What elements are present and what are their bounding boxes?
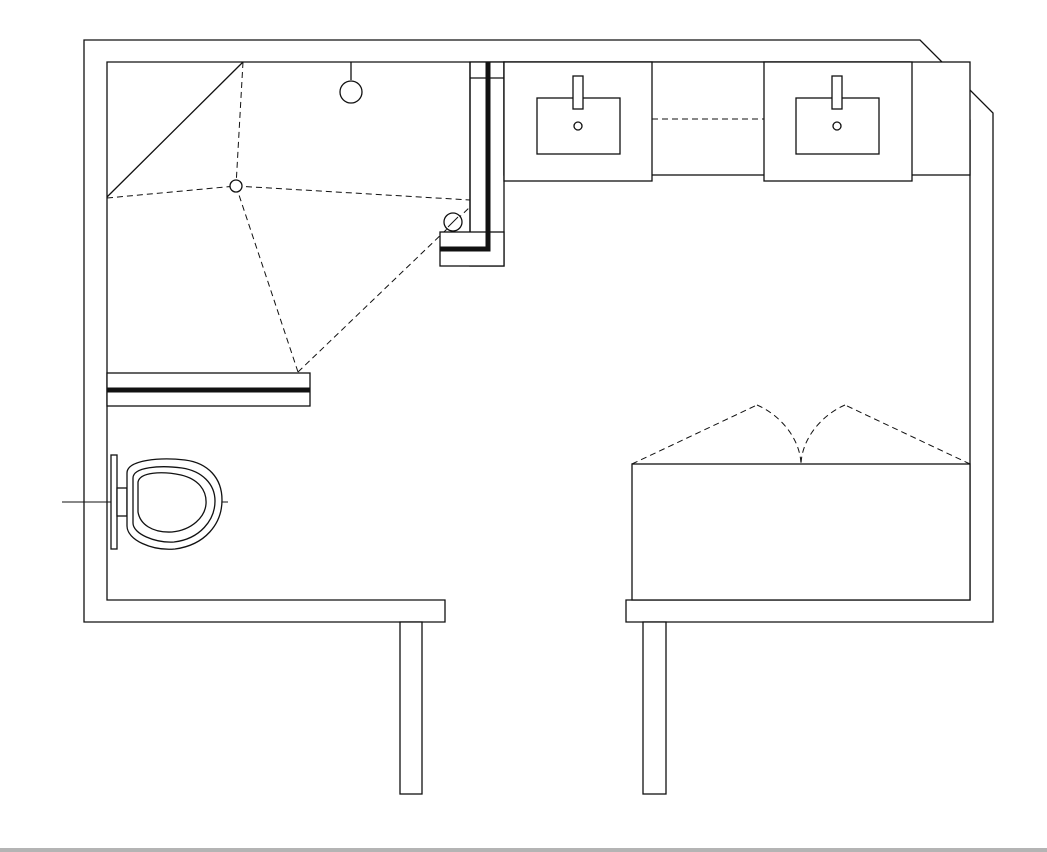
sink-icon [795, 75, 880, 155]
shower-slope-lines [106, 61, 493, 373]
shower-head-icon [339, 80, 363, 104]
closet-cabinet [631, 463, 971, 601]
shower-half-wall [106, 372, 311, 407]
bifold-door-icon [631, 404, 971, 465]
sink-icon [536, 75, 621, 155]
corridor-wall-right [642, 621, 667, 795]
shower-corner-seat [106, 61, 244, 198]
shower-drain-icon [229, 179, 243, 193]
corridor-wall-left [399, 621, 423, 795]
bottom-divider [0, 848, 1047, 852]
closet [631, 404, 971, 601]
shower-area [106, 61, 505, 407]
walls [83, 39, 994, 795]
toilet-icon [62, 454, 228, 550]
shower-glass-partition [439, 61, 505, 267]
vanity-counter [503, 61, 971, 182]
